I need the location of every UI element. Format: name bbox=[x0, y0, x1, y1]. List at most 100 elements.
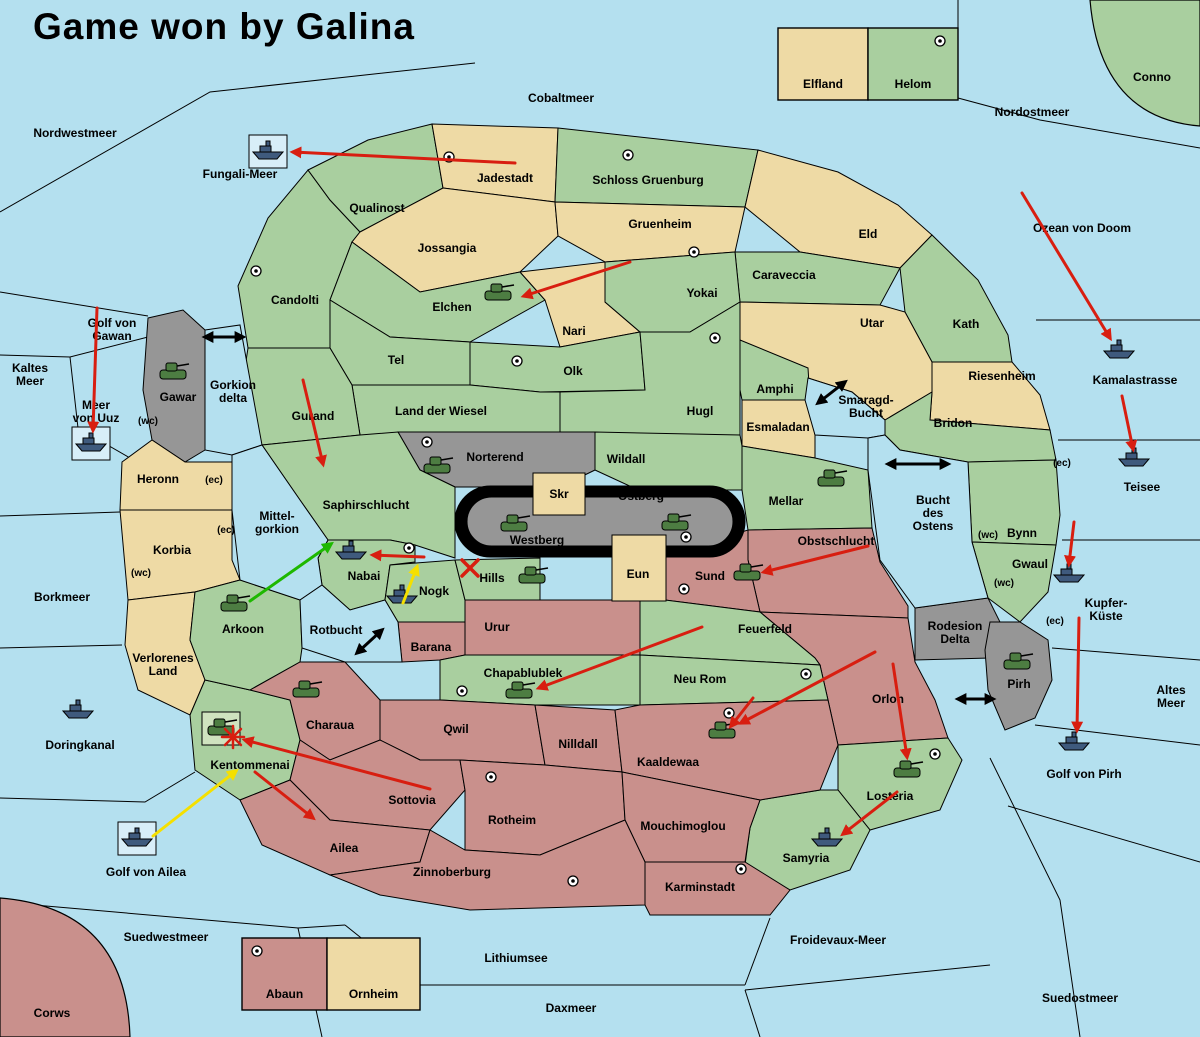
tank-turret bbox=[511, 681, 524, 691]
army-unit-charaua bbox=[292, 680, 323, 698]
sea-border-line bbox=[744, 917, 771, 986]
supply-center-core bbox=[254, 269, 258, 273]
territory-label-zinnoberburg: Zinnoberburg bbox=[413, 865, 491, 879]
order-arrow-red bbox=[1064, 520, 1076, 568]
supply-center-core bbox=[713, 336, 717, 340]
ship-hull bbox=[810, 838, 844, 847]
sea-border-line bbox=[1051, 647, 1200, 661]
coast-label: (wc) bbox=[978, 530, 998, 541]
tank-turret bbox=[524, 566, 537, 576]
army-unit-gawar bbox=[159, 362, 190, 380]
ship-deck bbox=[1060, 568, 1073, 576]
supply-center-core bbox=[447, 155, 451, 159]
ship-deck bbox=[259, 145, 272, 153]
ship-hull bbox=[251, 151, 285, 160]
coast-label: (wc) bbox=[131, 568, 151, 579]
army-unit-sund bbox=[733, 563, 764, 581]
territory-label-arkoon: Arkoon bbox=[222, 622, 264, 636]
order-arrow-red bbox=[1120, 394, 1138, 453]
territory-label-sund: Sund bbox=[695, 569, 725, 583]
sea-border-line bbox=[744, 989, 761, 1037]
sea-label-smaragd-bucht: Smaragd-Bucht bbox=[838, 393, 893, 420]
coast-label: (ec) bbox=[205, 475, 223, 486]
coast-label: (ec) bbox=[1046, 616, 1064, 627]
order-arrow-red bbox=[535, 625, 704, 691]
sea-label-lithiumsee: Lithiumsee bbox=[484, 951, 548, 965]
tank-turret bbox=[714, 721, 727, 731]
ship-deck bbox=[1125, 452, 1138, 460]
ship-funnel bbox=[1071, 731, 1077, 738]
supply-center-core bbox=[407, 546, 411, 550]
territory-label-gwaul: Gwaul bbox=[1012, 557, 1048, 571]
sea-border-line bbox=[989, 757, 1081, 1037]
order-arrow-red bbox=[840, 790, 899, 837]
order-arrow-red bbox=[760, 544, 870, 576]
tank-barrel bbox=[678, 514, 692, 518]
supply-center-core bbox=[460, 689, 464, 693]
sea-label-doringkanal: Doringkanal bbox=[45, 738, 114, 752]
sea-label-fungali-meer: Fungali-Meer bbox=[203, 167, 278, 181]
failed-move-x bbox=[460, 558, 480, 578]
order-arrow-red bbox=[241, 736, 432, 791]
coast-label: (wc) bbox=[994, 578, 1014, 589]
sea-border-line bbox=[744, 964, 991, 991]
territory-label-norterend: Norterend bbox=[466, 450, 523, 464]
ship-hull bbox=[1117, 458, 1151, 467]
supply-center-core bbox=[739, 867, 743, 871]
fleet-unit-meer-von-uuz bbox=[74, 432, 108, 452]
tank-barrel bbox=[517, 515, 531, 519]
sea-label-froidevaux-meer: Froidevaux-Meer bbox=[790, 933, 886, 947]
order-arrow-red bbox=[1020, 191, 1112, 342]
tank-barrel bbox=[910, 761, 924, 765]
supply-center-core bbox=[255, 949, 259, 953]
ship-hull bbox=[120, 838, 154, 847]
territory-label-gruenheim: Gruenheim bbox=[628, 217, 691, 231]
territory-label-olk: Olk bbox=[563, 364, 583, 378]
supply-center-core bbox=[571, 879, 575, 883]
sea-border-line bbox=[0, 291, 149, 317]
territory-label-schloss-gruenburg: Schloss Gruenburg bbox=[592, 173, 703, 187]
skr-box bbox=[532, 472, 586, 516]
tank-barrel bbox=[522, 682, 536, 686]
ship-deck bbox=[128, 832, 141, 840]
page-title: Game won by Galina bbox=[33, 6, 415, 47]
sea-label-nordwestmeer: Nordwestmeer bbox=[33, 126, 117, 140]
ship-funnel bbox=[399, 584, 405, 591]
tank-barrel bbox=[309, 681, 323, 685]
fleet-unit-nabai bbox=[334, 540, 368, 560]
order-arrow-red bbox=[369, 549, 426, 562]
army-unit-losteria bbox=[893, 760, 924, 778]
territory-label-urur: Urur bbox=[484, 620, 510, 634]
tank-barrel bbox=[224, 719, 238, 723]
tank-turret bbox=[298, 680, 311, 690]
territory-label-neu-rom: Neu Rom bbox=[674, 672, 727, 686]
fleet-unit-golf-von-ailea bbox=[120, 827, 154, 847]
tank-turret bbox=[429, 456, 442, 466]
army-unit-westberg bbox=[500, 514, 531, 532]
sea-label-nordostmeer: Nordostmeer bbox=[995, 105, 1070, 119]
supply-center-core bbox=[727, 711, 731, 715]
sea-label-golf-von-ailea: Golf von Ailea bbox=[106, 865, 187, 879]
army-unit-norterend bbox=[423, 456, 454, 474]
legend-label-helom: Helom bbox=[895, 77, 932, 91]
ship-deck bbox=[1065, 736, 1078, 744]
territory-label-land-der-wiesel: Land der Wiesel bbox=[395, 404, 487, 418]
territory-label-nilldall: Nilldall bbox=[558, 737, 597, 751]
supply-center-core bbox=[938, 39, 942, 43]
sea-border-line bbox=[0, 644, 123, 649]
tank-barrel bbox=[834, 470, 848, 474]
territory-label-eld: Eld bbox=[859, 227, 878, 241]
sea-border-line bbox=[1034, 724, 1200, 746]
ship-funnel bbox=[1116, 339, 1122, 346]
ship-deck bbox=[1110, 344, 1123, 352]
sea-label-cobaltmeer: Cobaltmeer bbox=[528, 91, 594, 105]
tank-turret bbox=[899, 760, 912, 770]
fleet-unit-fungali-meer bbox=[251, 140, 285, 160]
